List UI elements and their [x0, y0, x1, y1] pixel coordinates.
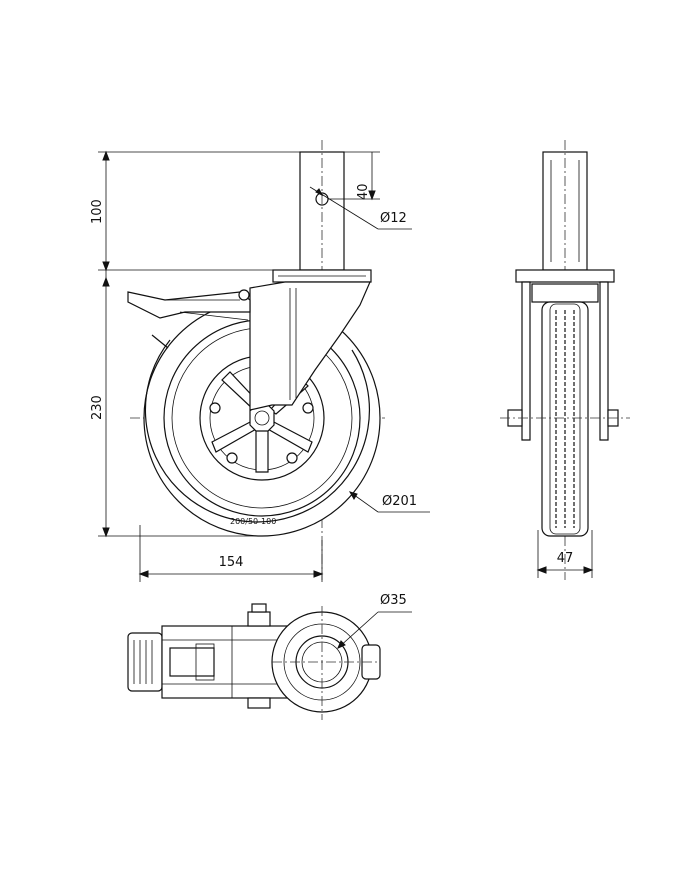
- dim-offset-width: 154: [219, 555, 244, 570]
- tire-marking: 200/50-100: [230, 517, 276, 526]
- brake-pivot: [238, 289, 250, 301]
- bolt-head-bottom: [247, 697, 271, 709]
- dim-hole-offset: 40: [356, 183, 371, 200]
- side-dimensions: 47: [536, 530, 594, 578]
- fork-front: [249, 281, 371, 411]
- brake-pedal-top: [127, 632, 163, 692]
- top-plate-side: [515, 269, 615, 283]
- side-view: [500, 140, 630, 580]
- dim-overall-height: 230: [90, 395, 105, 420]
- tread-pattern: [555, 310, 575, 528]
- dim-wheel-diameter: Ø201: [382, 494, 417, 509]
- bolt-head-top: [247, 611, 271, 627]
- dim-hole-diameter: Ø12: [380, 211, 407, 226]
- tire-tread-band: [144, 339, 371, 523]
- top-view: Ø35: [127, 593, 412, 720]
- front-view: 200/50-100: [127, 140, 385, 580]
- dim-wheel-width: 47: [557, 551, 574, 566]
- dim-stem-diameter: Ø35: [380, 593, 407, 608]
- brake-lever: [127, 291, 251, 319]
- dim-stem-height: 100: [90, 199, 105, 224]
- front-dimensions: 100 230 40 Ø12 Ø201 154: [90, 150, 430, 582]
